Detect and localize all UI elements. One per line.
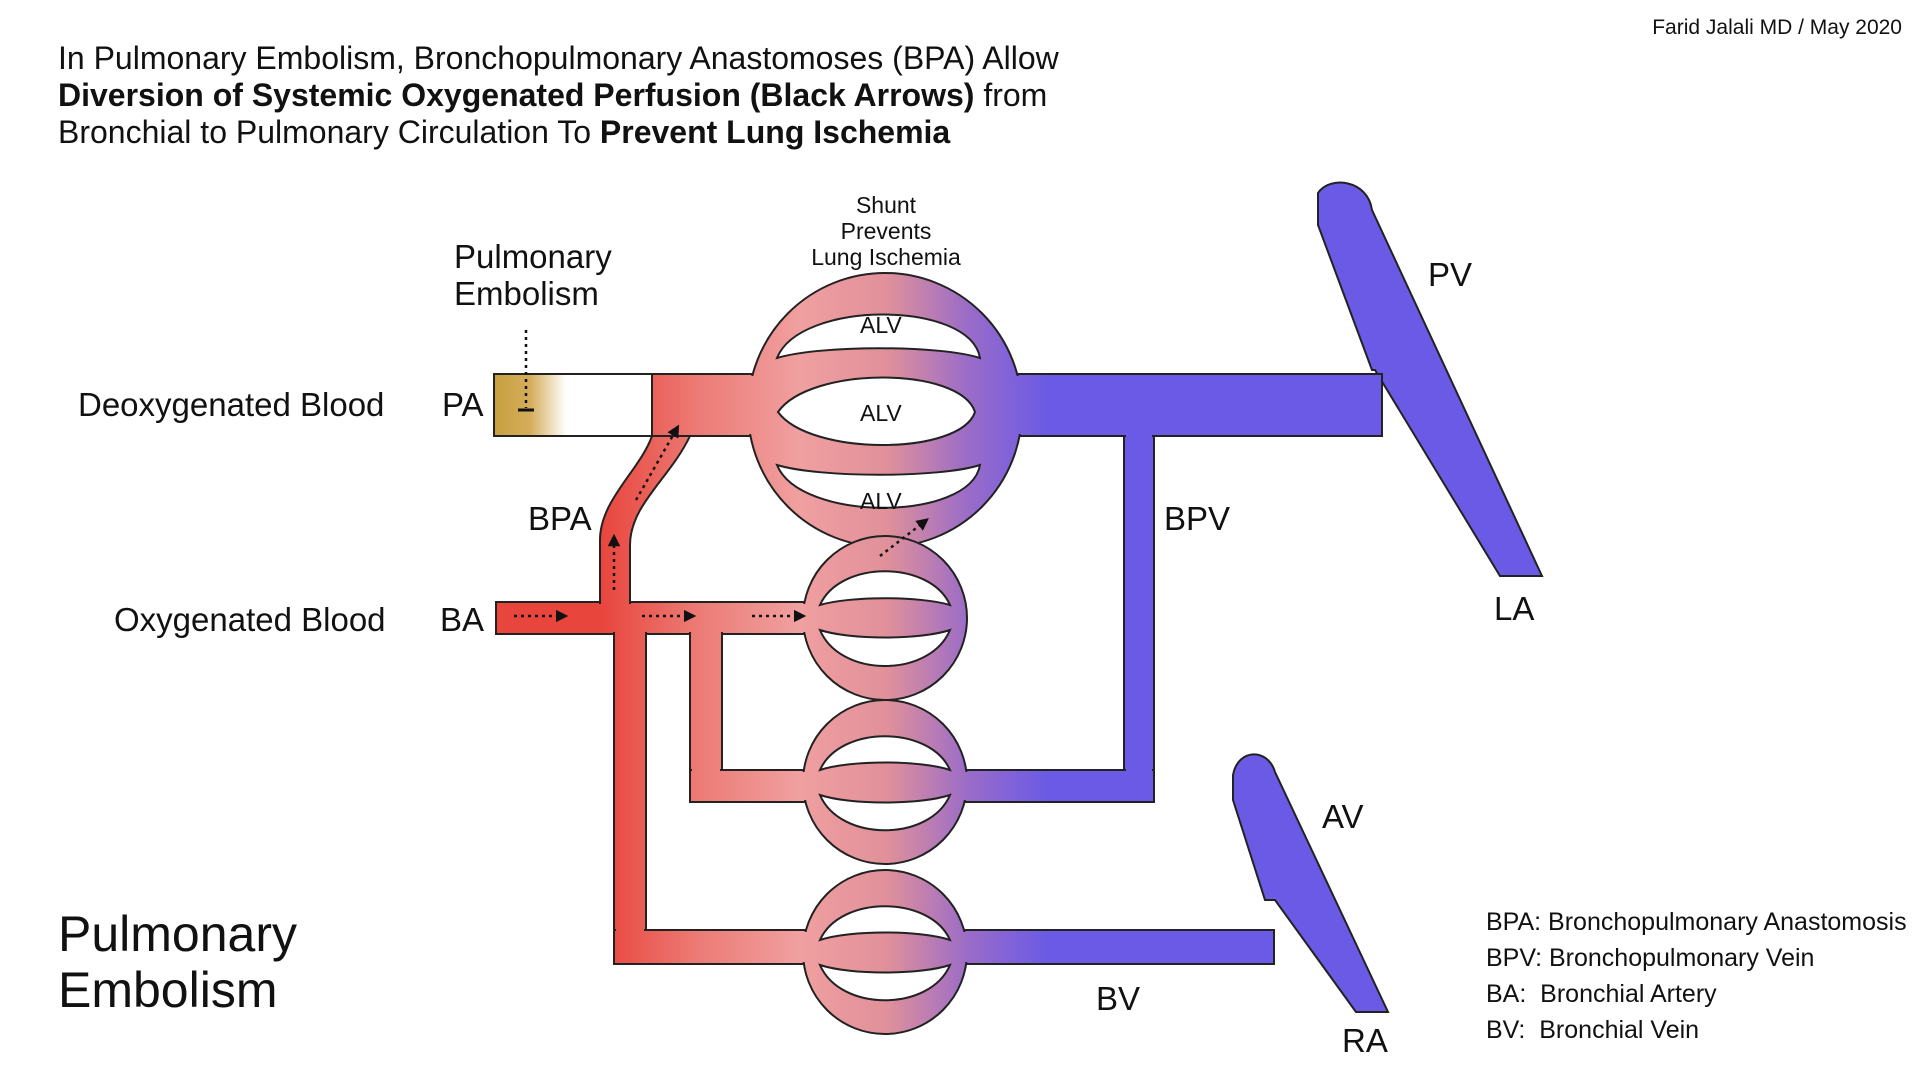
label-bv: BV xyxy=(1096,980,1141,1017)
label-pv: PV xyxy=(1428,256,1473,293)
legend-item-bv: BV: Bronchial Vein xyxy=(1486,1016,1700,1044)
label-deoxygenated-blood: Deoxygenated Blood xyxy=(78,386,385,423)
pe-line-2: Embolism xyxy=(454,275,599,312)
bottom-title-line-2: Embolism xyxy=(58,962,278,1018)
label-bpa: BPA xyxy=(528,500,592,537)
label-alv-2: ALV xyxy=(860,400,902,426)
label-la: LA xyxy=(1494,590,1535,627)
azygos-vein xyxy=(1232,753,1390,1013)
legend-item-bpv: BPV: Bronchopulmonary Vein xyxy=(1486,944,1815,972)
label-bpv: BPV xyxy=(1164,500,1231,537)
title-line-2-rest: from xyxy=(974,77,1048,113)
label-pulmonary-embolism: Pulmonary Embolism xyxy=(454,238,612,312)
label-alv-1: ALV xyxy=(860,312,902,338)
bottom-title: Pulmonary Embolism xyxy=(58,906,297,1018)
flow-arrows xyxy=(514,424,929,623)
shunt-line-2: Prevents xyxy=(840,218,932,244)
title-line-1: In Pulmonary Embolism, Bronchopulmonary … xyxy=(58,40,1059,76)
bottom-title-line-1: Pulmonary xyxy=(58,906,297,962)
shunt-line-3: Lung Ischemia xyxy=(811,244,961,270)
label-av: AV xyxy=(1322,798,1364,835)
pulmonary-artery-occluded xyxy=(493,373,653,437)
label-shunt: Shunt Prevents Lung Ischemia xyxy=(806,192,966,270)
diagram-title: In Pulmonary Embolism, Bronchopulmonary … xyxy=(58,40,1059,151)
title-line-3-bold: Prevent Lung Ischemia xyxy=(599,114,951,150)
label-ba: BA xyxy=(440,601,485,638)
title-line-3: Bronchial to Pulmonary Circulation To Pr… xyxy=(58,114,1059,151)
label-ra: RA xyxy=(1342,1022,1388,1059)
pe-line-1: Pulmonary xyxy=(454,238,612,275)
pulmonary-vein xyxy=(1317,181,1544,577)
title-line-3-normal: Bronchial to Pulmonary Circulation To xyxy=(58,114,600,150)
title-line-2-bold: Diversion of Systemic Oxygenated Perfusi… xyxy=(58,77,975,113)
author-credit: Farid Jalali MD / May 2020 xyxy=(1652,16,1902,39)
label-alv-3: ALV xyxy=(860,488,902,514)
legend-item-bpa: BPA: Bronchopulmonary Anastomosis xyxy=(1486,908,1907,936)
alveoli xyxy=(775,313,982,1002)
title-line-2: Diversion of Systemic Oxygenated Perfusi… xyxy=(58,77,1059,114)
legend-item-ba: BA: Bronchial Artery xyxy=(1486,980,1717,1008)
label-pa: PA xyxy=(442,386,484,423)
abbreviation-legend: BPA: Bronchopulmonary Anastomosis BPV: B… xyxy=(1486,904,1907,1048)
shunt-line-1: Shunt xyxy=(855,192,917,218)
label-oxygenated-blood: Oxygenated Blood xyxy=(114,601,386,638)
